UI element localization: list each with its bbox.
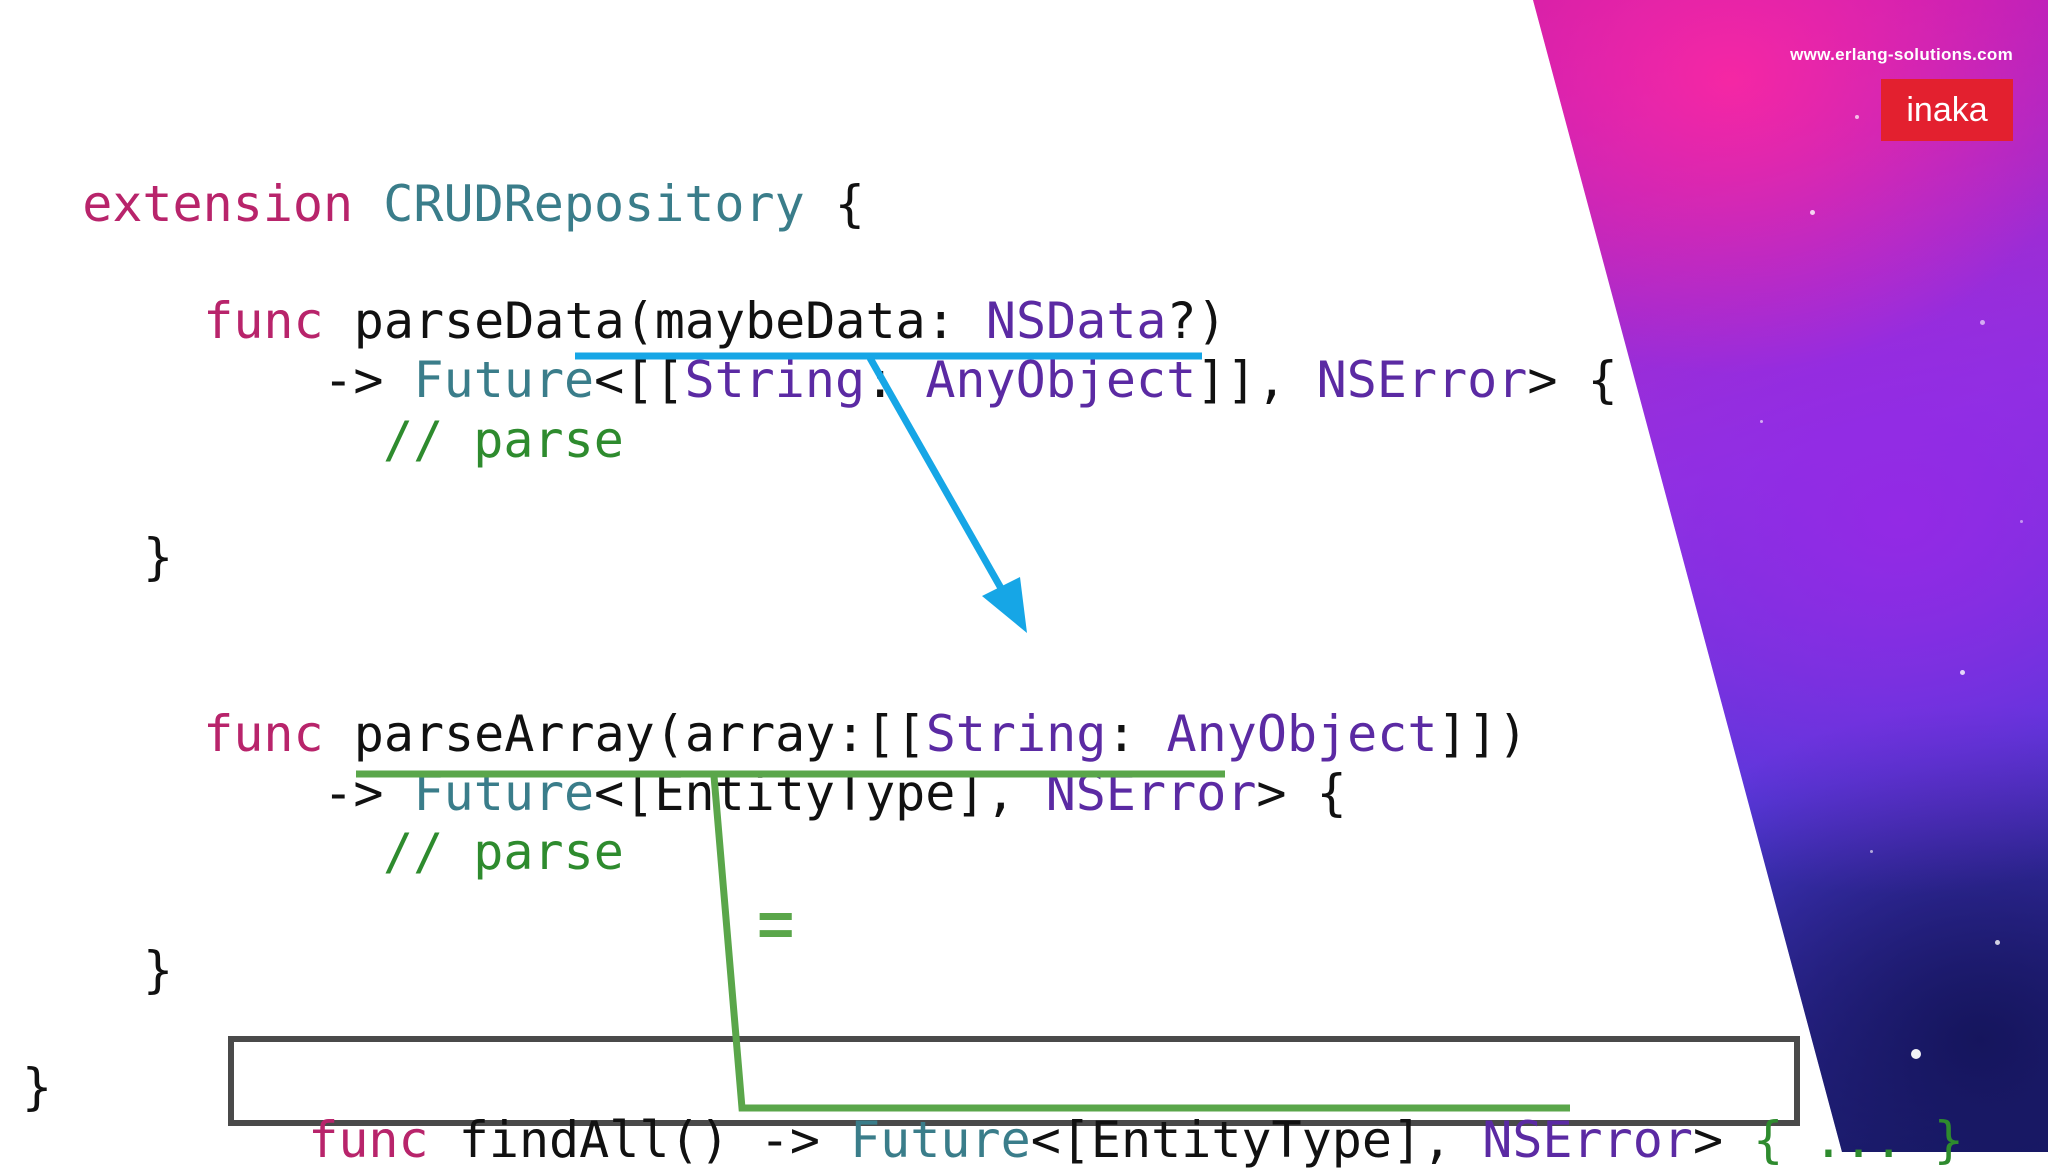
type-name: NSError (1316, 351, 1528, 409)
type-name: String (684, 351, 866, 409)
code-comment: // parse (383, 411, 624, 469)
keyword: extension (82, 175, 354, 233)
keyword: func (203, 292, 324, 350)
star (1855, 115, 1859, 119)
type-name: String (925, 705, 1107, 763)
equals-annotation: = (757, 888, 795, 960)
code-text: ]]) (1437, 705, 1528, 763)
code-text: : (1106, 705, 1167, 763)
code-text: > { (1256, 764, 1347, 822)
type-name: NSData (985, 292, 1167, 350)
code-text: { (804, 175, 865, 233)
code-text: ]], (1196, 351, 1317, 409)
star (1960, 670, 1965, 675)
closing-brace: } (22, 1058, 53, 1116)
closing-brace: } (143, 941, 174, 999)
type-name: AnyObject (925, 351, 1197, 409)
keyword: func (203, 705, 324, 763)
type-name: Future (413, 351, 595, 409)
code-text: > { (1527, 351, 1618, 409)
code-comment: // parse (383, 823, 624, 881)
code-line-extension: extension CRUDRepository { (22, 116, 865, 234)
inaka-logo[interactable]: inaka (1881, 79, 2013, 141)
code-text: <[[ (594, 351, 685, 409)
code-text: -> (323, 351, 414, 409)
logo-text: inaka (1906, 90, 1988, 129)
closing-brace: } (143, 528, 174, 586)
green-connector (710, 775, 1570, 1112)
site-url[interactable]: www.erlang-solutions.com (1790, 45, 2013, 64)
star (1760, 420, 1763, 423)
star (1870, 850, 1873, 853)
code-line-parsedata-signature: func parseData(maybeData: NSData?) (143, 233, 1227, 351)
type-name: CRUDRepository (383, 175, 805, 233)
code-text: parseArray(array:[[ (323, 705, 926, 763)
code-text: parseData(maybeData: (323, 292, 986, 350)
star (2020, 520, 2023, 523)
star (1980, 320, 1985, 325)
star (1810, 210, 1815, 215)
code-text: ?) (1166, 292, 1227, 350)
star (1995, 940, 2000, 945)
code-line-parsearray-signature: func parseArray(array:[[String: AnyObjec… (143, 646, 1528, 764)
star (1911, 1049, 1921, 1059)
blue-arrow-head (982, 577, 1027, 633)
blue-arrow-shaft (866, 356, 1006, 592)
type-name: AnyObject (1166, 705, 1438, 763)
